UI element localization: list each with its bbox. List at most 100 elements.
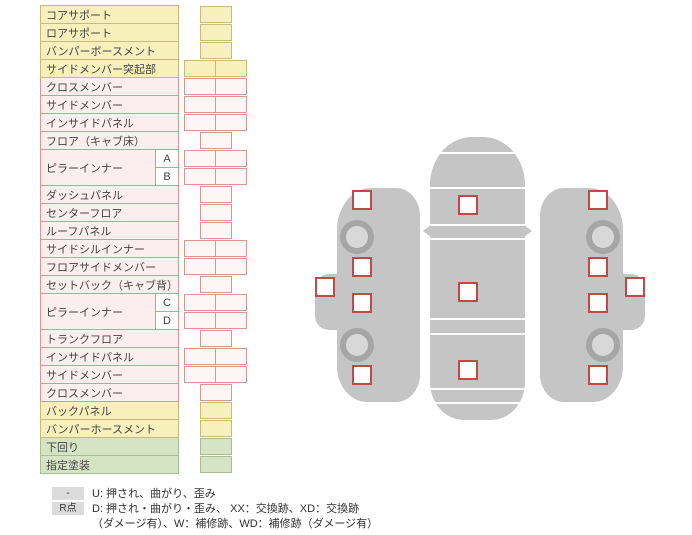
check-cell[interactable] [215, 96, 247, 113]
check-cell[interactable] [215, 258, 247, 275]
side-sill-marker[interactable] [625, 277, 645, 297]
check-cell[interactable] [199, 456, 232, 473]
left-mirror-icon [423, 225, 431, 237]
body-seam-line [430, 224, 525, 226]
check-cell[interactable] [215, 312, 247, 329]
check-cell[interactable] [184, 366, 216, 383]
frame-parts-table: コアサポートロアサポートバンパーボースメントサイドメンバー突起部クロスメンバーサ… [40, 5, 253, 474]
part-label: フロアサイドメンバー [40, 257, 179, 276]
check-cell[interactable] [215, 240, 247, 257]
check-cell[interactable] [199, 6, 232, 23]
check-cell[interactable] [215, 168, 247, 185]
check-cell[interactable] [199, 42, 232, 59]
table-row: クロスメンバー [40, 383, 253, 402]
check-cell[interactable] [184, 312, 216, 329]
rear-wheel-icon [340, 328, 374, 362]
check-cell[interactable] [199, 384, 232, 401]
table-row: セットバック（キャブ背） [40, 275, 253, 294]
check-cell-area [178, 257, 253, 276]
front-panel-marker[interactable] [458, 195, 478, 215]
car-right-side-view [540, 188, 645, 402]
center-pillar-marker[interactable] [352, 293, 372, 313]
check-cell-area [178, 167, 253, 186]
check-cell[interactable] [199, 420, 232, 437]
part-label: サイドメンバー [40, 95, 179, 114]
center-pillar-marker[interactable] [588, 293, 608, 313]
part-label: バンパーホースメント [40, 419, 179, 438]
rear-fender-marker[interactable] [588, 365, 608, 385]
check-cell-area [178, 419, 253, 438]
front-wheel-icon [586, 220, 620, 254]
body-seam-line [430, 152, 525, 154]
table-row: サイドメンバー [40, 365, 253, 384]
check-cell[interactable] [184, 60, 216, 77]
check-cell[interactable] [215, 114, 247, 131]
pillar-section-label: B [155, 167, 179, 186]
check-cell-area [178, 149, 253, 168]
table-row: サイドシルインナー [40, 239, 253, 258]
table-row: 指定塗装 [40, 455, 253, 474]
check-cell-area [178, 275, 253, 294]
check-cell-area [178, 95, 253, 114]
check-cell-area [178, 401, 253, 420]
part-label: センターフロア [40, 203, 179, 222]
table-row: B [41, 167, 253, 186]
check-cell[interactable] [184, 78, 216, 95]
check-cell[interactable] [215, 78, 247, 95]
check-cell[interactable] [199, 204, 232, 221]
check-cell[interactable] [199, 276, 232, 293]
check-cell-area [178, 185, 253, 204]
legend: - U: 押され、曲がり、歪み R点 D: 押され・曲がり・歪み、 XX：交換跡… [40, 487, 378, 532]
legend-key: - [52, 487, 84, 500]
check-cell[interactable] [215, 366, 247, 383]
part-label: コアサポート [40, 5, 179, 24]
part-label: バンパーボースメント [40, 41, 179, 60]
part-label: 下回り [40, 437, 179, 456]
check-cell-area [178, 23, 253, 42]
check-cell[interactable] [199, 330, 232, 347]
part-label: サイドメンバー [40, 365, 179, 384]
check-cell[interactable] [199, 186, 232, 203]
body-seam-line [430, 187, 525, 189]
rear-wheel-icon [586, 328, 620, 362]
side-sill-marker[interactable] [315, 277, 335, 297]
check-cell[interactable] [199, 132, 232, 149]
check-cell-area [178, 365, 253, 384]
check-cell[interactable] [215, 348, 247, 365]
check-cell[interactable] [184, 96, 216, 113]
check-cell[interactable] [184, 114, 216, 131]
check-cell[interactable] [184, 168, 216, 185]
check-cell[interactable] [199, 402, 232, 419]
front-fender-marker[interactable] [352, 190, 372, 210]
check-cell[interactable] [199, 24, 232, 41]
check-cell[interactable] [199, 222, 232, 239]
right-mirror-icon [524, 225, 532, 237]
legend-key: R点 [52, 502, 84, 515]
check-cell[interactable] [215, 60, 247, 77]
part-label: クロスメンバー [40, 383, 179, 402]
table-row: フロア（キャブ床） [40, 131, 253, 150]
front-door-marker[interactable] [588, 257, 608, 277]
part-label: 指定塗装 [40, 455, 179, 474]
check-cell[interactable] [199, 438, 232, 455]
table-row: サイドメンバー突起部 [40, 59, 253, 78]
body-seam-line [430, 388, 525, 390]
check-cell[interactable] [184, 258, 216, 275]
front-door-marker[interactable] [352, 257, 372, 277]
center-floor-marker[interactable] [458, 282, 478, 302]
check-cell-area [178, 347, 253, 366]
pillar-section-label: A [155, 149, 179, 168]
check-cell[interactable] [215, 150, 247, 167]
part-label: サイドメンバー突起部 [40, 59, 179, 78]
front-fender-marker[interactable] [588, 190, 608, 210]
rear-fender-marker[interactable] [352, 365, 372, 385]
table-row: インサイドパネル [40, 113, 253, 132]
check-cell[interactable] [184, 150, 216, 167]
check-cell[interactable] [184, 240, 216, 257]
check-cell[interactable] [184, 294, 216, 311]
rear-panel-marker[interactable] [458, 360, 478, 380]
check-cell[interactable] [184, 348, 216, 365]
check-cell-area [178, 113, 253, 132]
check-cell[interactable] [215, 294, 247, 311]
